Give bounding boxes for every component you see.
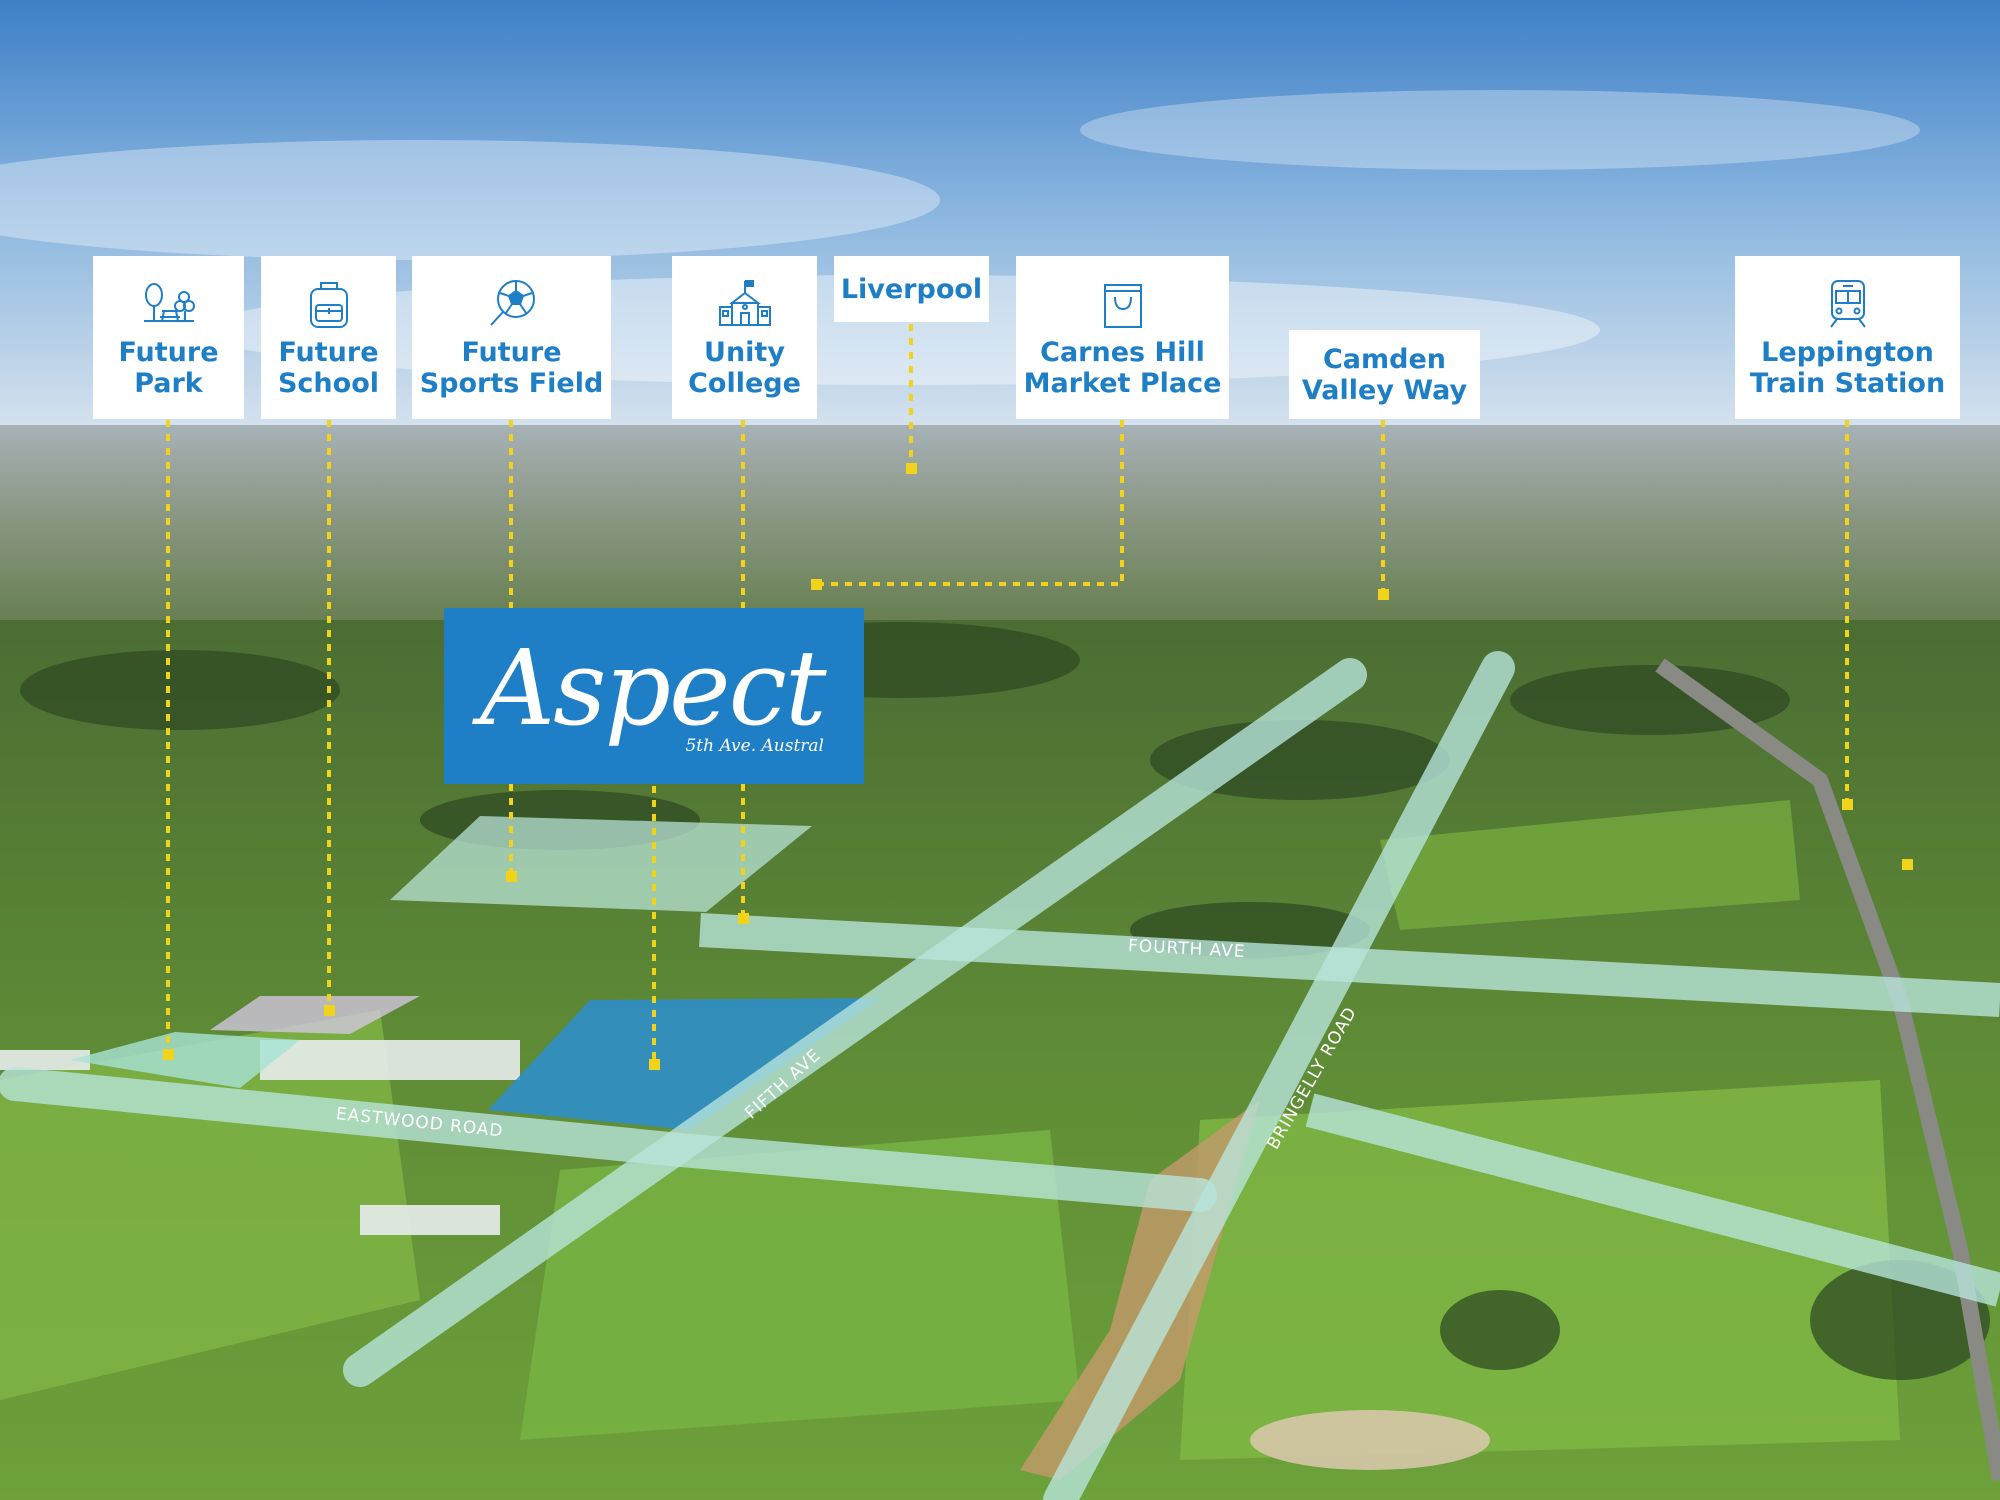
callout-camden-valley-way[interactable]: Camden Valley Way	[1289, 330, 1480, 419]
callout-label: Future Sports Field	[419, 336, 604, 399]
aspect-logo[interactable]: Aspect 5th Ave. Austral	[444, 608, 864, 784]
park-parcel	[70, 1032, 300, 1088]
eastwood-road	[0, 1067, 1217, 1212]
callout-label: Liverpool	[840, 273, 983, 305]
callout-label: Future Park	[118, 336, 219, 399]
bringelly-road	[1043, 651, 1515, 1500]
callout-label: Carnes Hill Market Place	[1023, 336, 1222, 399]
leader-carnes-hill	[816, 420, 1124, 586]
callout-future-park[interactable]: Future Park	[93, 256, 244, 419]
park-icon	[143, 282, 195, 322]
callout-label: Unity College	[688, 336, 801, 399]
marker-leppington	[1842, 799, 1853, 810]
callout-label: Future School	[277, 336, 380, 399]
shopping-bag-icon	[1103, 283, 1142, 328]
aspect-site-parcel	[488, 998, 880, 1130]
callout-future-sports-field[interactable]: Future Sports Field	[412, 256, 611, 419]
marker-liverpool	[906, 463, 917, 474]
backpack-icon	[309, 281, 348, 328]
callout-label: Camden Valley Way	[1301, 343, 1468, 406]
camden-valley-way-road	[1305, 1093, 2000, 1307]
fifth-ave-road	[343, 658, 1367, 1387]
marker-station	[1902, 859, 1913, 870]
train-icon	[1829, 279, 1866, 328]
logo-wordmark: Aspect	[480, 627, 827, 749]
schoolhouse-icon	[718, 279, 771, 326]
callout-future-school[interactable]: Future School	[261, 256, 396, 419]
marker-future-sports-field	[506, 871, 517, 882]
callout-carnes-hill[interactable]: Carnes Hill Market Place	[1016, 256, 1229, 419]
sports-field-parcel	[390, 816, 812, 912]
callout-label: Leppington Train Station	[1749, 336, 1946, 399]
marker-future-school	[324, 1005, 335, 1016]
marker-carnes-hill	[811, 579, 822, 590]
marker-future-park	[163, 1049, 174, 1060]
logo-subtitle: 5th Ave. Austral	[685, 736, 824, 756]
marker-unity-college	[738, 913, 749, 924]
marker-camden-valley-way	[1378, 589, 1389, 600]
callout-unity-college[interactable]: Unity College	[672, 256, 817, 419]
school-parcel	[210, 996, 420, 1034]
callout-leppington[interactable]: Leppington Train Station	[1735, 256, 1960, 419]
soccer-ball-icon	[489, 279, 535, 326]
marker-aspect	[649, 1059, 660, 1070]
callout-liverpool[interactable]: Liverpool	[834, 256, 989, 322]
fourth-ave-road	[699, 913, 2000, 1017]
